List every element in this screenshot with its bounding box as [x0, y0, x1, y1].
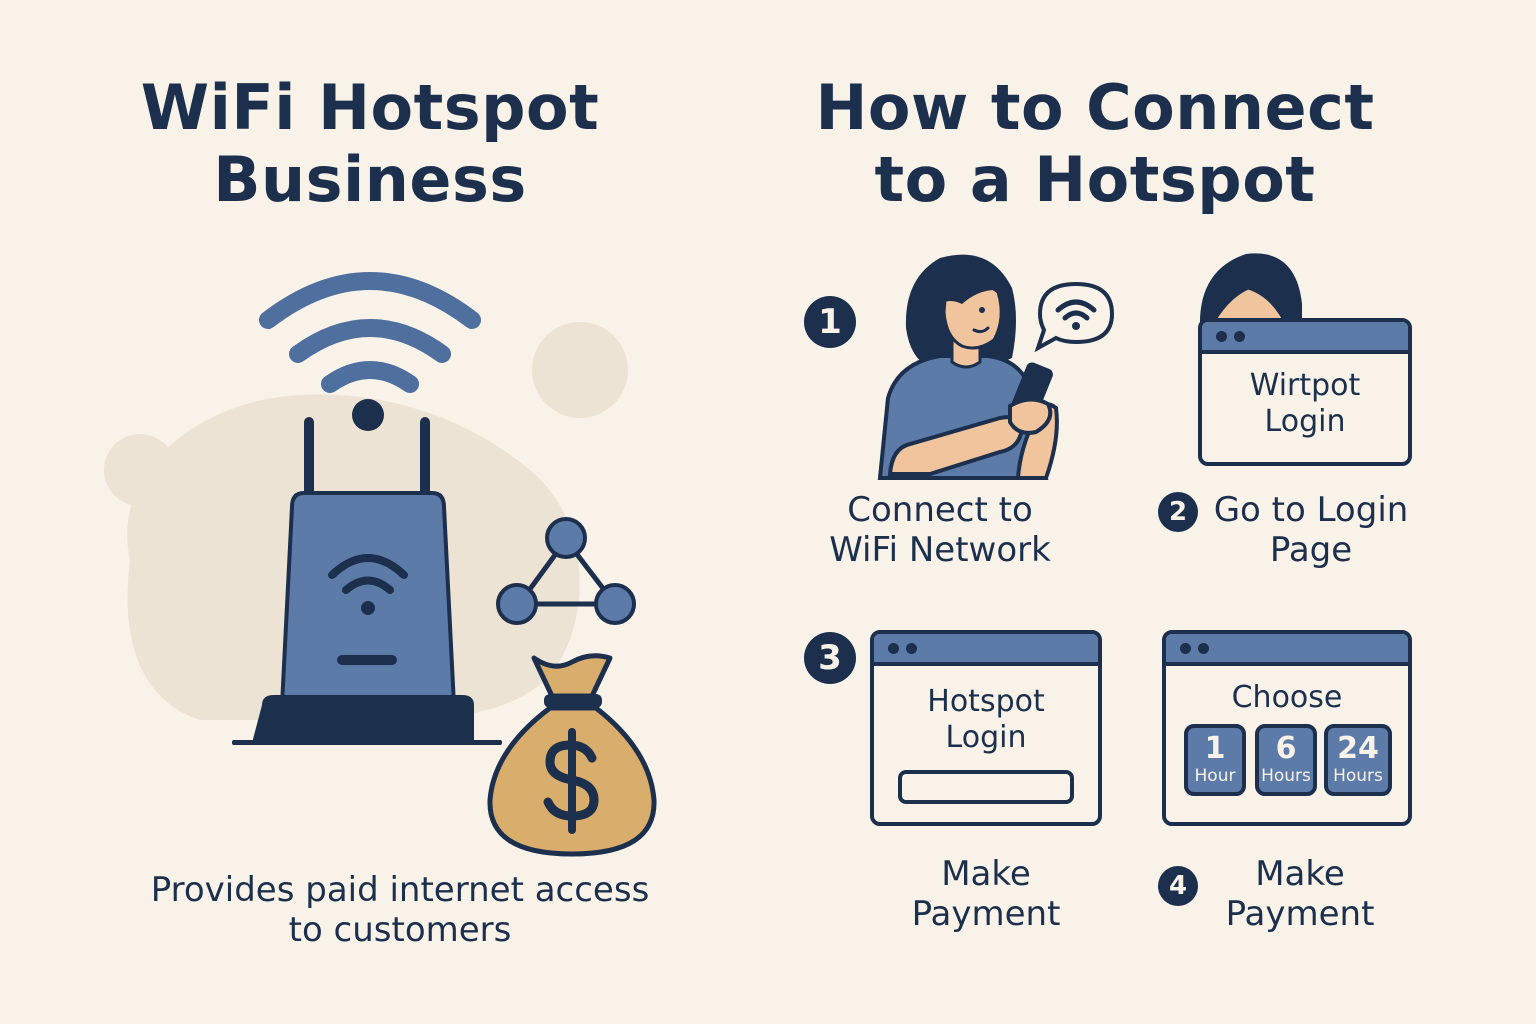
step-4-label-line2: Payment: [1225, 894, 1375, 934]
step-2-badge: 2: [1158, 492, 1198, 532]
plan-option-1-hour[interactable]: 1 Hour: [1184, 724, 1246, 796]
login-input-field[interactable]: [898, 770, 1074, 804]
step-3-screen-line1: Hotspot: [927, 684, 1045, 719]
step-4-plan-window: Choose 1 Hour 6 Hours 24 Hours: [1162, 630, 1412, 826]
step-2-screen-line2: Login: [1264, 404, 1346, 439]
left-title-line1: WiFi Hotspot: [140, 71, 600, 144]
step-1-label-line1: Connect to: [847, 490, 1033, 530]
wifi-speech-bubble-icon: [1034, 281, 1115, 353]
browser-title-bar: [874, 634, 1098, 666]
left-caption: Provides paid internet access to custome…: [100, 870, 700, 950]
step-1-label-line2: WiFi Network: [829, 530, 1051, 570]
right-title: How to Connect to a Hotspot: [780, 72, 1410, 216]
plan-unit: Hours: [1261, 766, 1311, 786]
wifi-signal-icon: [259, 272, 481, 431]
left-caption-line2: to customers: [288, 910, 512, 950]
step-4-label: Make Payment: [1200, 854, 1400, 934]
step-3-login-window: Hotspot Login: [870, 630, 1102, 826]
right-title-line1: How to Connect: [815, 71, 1375, 144]
router-icon: [232, 417, 502, 745]
person-with-phone-icon: [877, 254, 1059, 480]
step-3-label-line1: Make: [941, 854, 1031, 894]
step-4-label-line1: Make: [1255, 854, 1345, 894]
left-title: WiFi Hotspot Business: [100, 72, 640, 216]
person-peeking-icon: [1199, 253, 1302, 330]
network-nodes-icon: [496, 517, 636, 625]
step-3-badge: 3: [804, 632, 856, 684]
plan-options: 1 Hour 6 Hours 24 Hours: [1166, 724, 1408, 804]
step-4-screen-title: Choose: [1231, 680, 1343, 715]
plan-value: 1: [1204, 731, 1226, 766]
plan-unit: Hour: [1194, 766, 1236, 786]
step-2-login-window: Wirtpot Login: [1198, 318, 1412, 466]
window-dot-icon: [1234, 331, 1245, 342]
step-2-label: Go to Login Page: [1206, 490, 1416, 570]
plan-value: 6: [1275, 731, 1297, 766]
window-dot-icon: [906, 643, 917, 654]
step-1-label: Connect to WiFi Network: [820, 490, 1060, 570]
money-bag-icon: [487, 653, 657, 857]
step-1-badge: 1: [804, 296, 856, 348]
left-caption-line1: Provides paid internet access: [150, 870, 650, 910]
plan-value: 24: [1337, 731, 1379, 766]
window-dot-icon: [1198, 643, 1209, 654]
browser-title-bar: [1166, 634, 1408, 666]
step-3-label-line2: Payment: [911, 894, 1061, 934]
step-3-screen-line2: Login: [945, 720, 1027, 755]
step-3-label: Make Payment: [866, 854, 1106, 934]
step-2-label-line1: Go to Login: [1213, 490, 1409, 530]
step-2-screen-line1: Wirtpot: [1249, 368, 1361, 403]
window-dot-icon: [1180, 643, 1191, 654]
plan-option-24-hours[interactable]: 24 Hours: [1324, 724, 1392, 796]
window-dot-icon: [888, 643, 899, 654]
browser-title-bar: [1202, 322, 1408, 354]
right-title-line2: to a Hotspot: [874, 143, 1316, 216]
left-title-line2: Business: [213, 143, 527, 216]
plan-unit: Hours: [1333, 766, 1383, 786]
plan-option-6-hours[interactable]: 6 Hours: [1255, 724, 1317, 796]
window-dot-icon: [1216, 331, 1227, 342]
step-2-label-line2: Page: [1269, 530, 1353, 570]
step-4-badge: 4: [1158, 866, 1198, 906]
